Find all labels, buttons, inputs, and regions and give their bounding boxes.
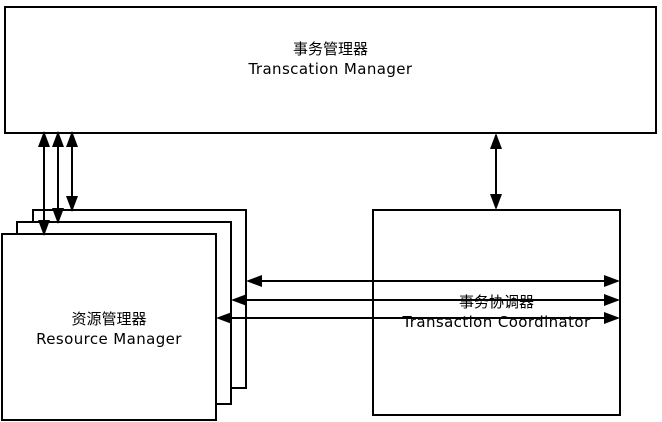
arrowhead-up-icon: [52, 131, 64, 147]
arrowhead-right-icon: [604, 294, 620, 306]
arrowhead-down-icon: [38, 220, 50, 236]
connector-tm-tc[interactable]: [490, 133, 502, 210]
arrowhead-left-icon: [216, 312, 232, 324]
arrowhead-right-icon: [604, 275, 620, 287]
arrowhead-down-icon: [490, 194, 502, 210]
connector-tm-rm-back[interactable]: [66, 131, 78, 212]
arrowhead-down-icon: [52, 208, 64, 224]
arrowhead-up-icon: [38, 131, 50, 147]
connector-rm-tc-front[interactable]: [216, 312, 620, 324]
arrowhead-left-icon: [231, 294, 247, 306]
arrowhead-right-icon: [604, 312, 620, 324]
resource-manager-box-front[interactable]: [1, 233, 217, 421]
connector-rm-tc-back[interactable]: [246, 275, 620, 287]
arrowhead-down-icon: [66, 196, 78, 212]
connector-rm-tc-middle[interactable]: [231, 294, 620, 306]
transaction-manager-box[interactable]: [4, 6, 657, 134]
arrowhead-up-icon: [490, 133, 502, 149]
connector-tm-rm-front[interactable]: [38, 131, 50, 236]
arrowhead-up-icon: [66, 131, 78, 147]
transaction-coordinator-box[interactable]: [372, 209, 621, 416]
arrowhead-left-icon: [246, 275, 262, 287]
connector-tm-rm-middle[interactable]: [52, 131, 64, 224]
